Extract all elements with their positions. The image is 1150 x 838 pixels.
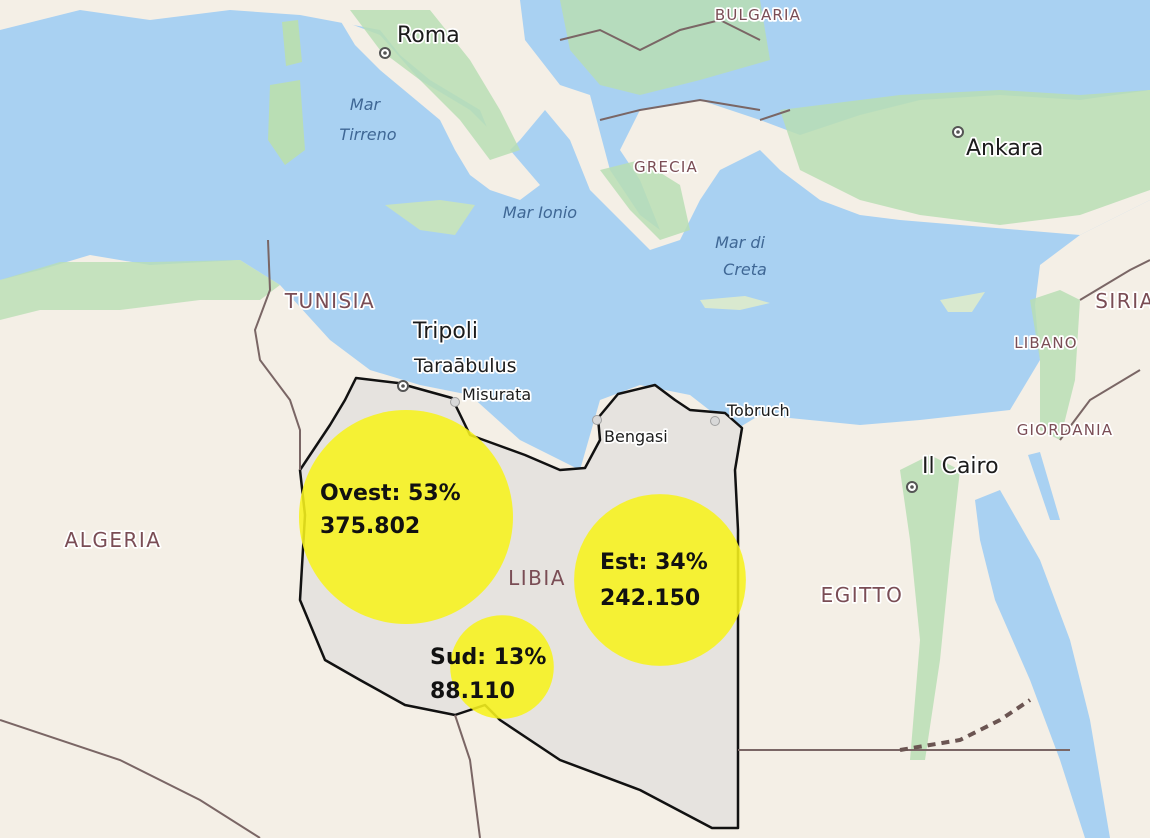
veg-nile <box>900 455 960 760</box>
border-algeria-niger <box>0 719 261 838</box>
border-levant <box>1079 259 1150 301</box>
marker-dot-ankara <box>956 130 960 134</box>
border-jordan <box>1059 369 1141 441</box>
border-south-desert <box>454 714 481 838</box>
marker-dot-cairo <box>910 485 914 489</box>
region-est-percent: Est: 34% <box>600 550 708 575</box>
veg-levant <box>1030 290 1080 440</box>
sea-label-tirreno-2: Tirreno <box>339 125 396 144</box>
veg-balkans <box>560 0 770 95</box>
city-label-tripoli: Tripoli <box>412 319 478 344</box>
country-label-siria: SIRIA <box>1095 289 1150 313</box>
marker-dot-tripoli <box>401 384 405 388</box>
border-greece <box>599 98 761 121</box>
sea-label-ionio: Mar Ionio <box>503 203 577 222</box>
border-tunisia-algeria <box>253 239 301 470</box>
border-balkans <box>559 18 761 52</box>
city-label-ankara: Ankara <box>966 136 1043 161</box>
veg-turkey <box>780 90 1150 225</box>
land-crete <box>700 296 770 310</box>
sea-aqaba <box>1028 452 1060 520</box>
land-corsica <box>282 20 302 66</box>
country-label-libano: LIBANO <box>1014 334 1078 352</box>
city-label-misurata: Misurata <box>462 385 531 404</box>
country-label-algeria: ALGERIA <box>65 528 162 552</box>
marker-bengasi[interactable] <box>592 415 602 425</box>
bubble-ovest[interactable] <box>299 410 513 624</box>
country-label-giordania: GIORDANIA <box>1017 421 1114 439</box>
sea-label-creta-2: Creta <box>723 260 767 279</box>
bubble-est[interactable] <box>574 494 746 666</box>
city-label-bengasi: Bengasi <box>604 427 668 446</box>
city-label-cairo: Il Cairo <box>922 454 999 479</box>
sea-label-creta-1: Mar di <box>715 233 765 252</box>
land-cyprus <box>940 292 985 312</box>
border-turkey <box>759 109 791 121</box>
marker-misurata[interactable] <box>450 397 460 407</box>
country-label-libia: LIBIA <box>508 566 566 590</box>
border-dashed-halayeb <box>899 698 1032 752</box>
city-label-roma: Roma <box>397 23 460 48</box>
city-label-tarabulus: Taraābulus <box>413 355 517 377</box>
country-label-egitto: EGITTO <box>821 583 904 607</box>
region-sud-percent: Sud: 13% <box>430 645 546 670</box>
region-est-value: 242.150 <box>600 586 700 611</box>
city-label-tobruch: Tobruch <box>726 401 790 420</box>
veg-italy <box>350 10 520 160</box>
veg-greece <box>600 160 690 240</box>
region-ovest-percent: Ovest: 53% <box>320 481 461 506</box>
marker-dot-roma <box>383 51 387 55</box>
town-markers <box>450 397 720 426</box>
region-sud-value: 88.110 <box>430 679 515 704</box>
veg-maghreb <box>0 260 280 320</box>
region-ovest-value: 375.802 <box>320 514 420 539</box>
marker-tobruch[interactable] <box>710 416 720 426</box>
land-sardinia <box>268 80 305 165</box>
sea-label-tirreno-1: Mar <box>350 95 382 114</box>
country-label-bulgaria: BULGARIA <box>715 6 801 24</box>
sea-red <box>975 490 1110 838</box>
country-label-tunisia: TUNISIA <box>284 289 376 313</box>
country-label-grecia: GRECIA <box>634 158 698 176</box>
land-sicily <box>385 200 475 235</box>
bubble-sud[interactable] <box>450 615 554 719</box>
